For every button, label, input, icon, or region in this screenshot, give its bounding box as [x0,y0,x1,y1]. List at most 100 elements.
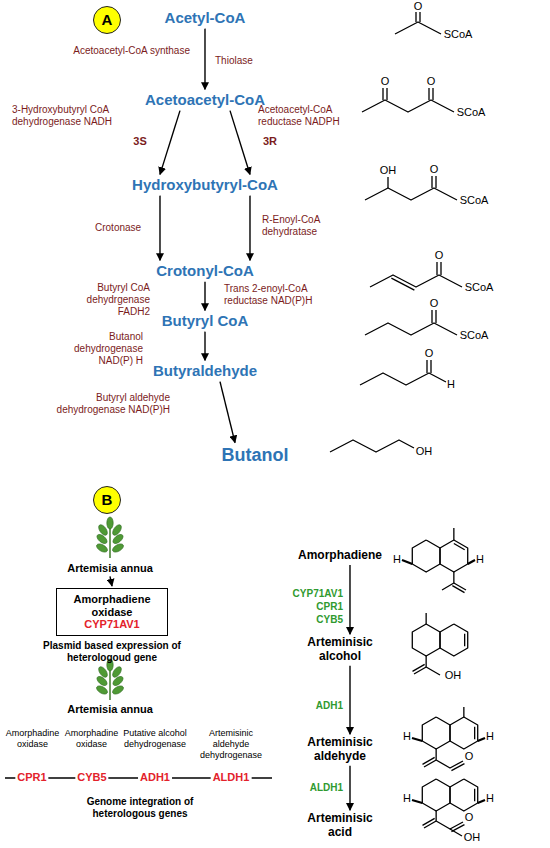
bond-line [370,275,462,287]
gene-function: Artemisinic aldehyde dehydrogenase [190,728,272,760]
gene-name: CPR1 [285,601,343,613]
bond-line [436,811,463,829]
bond-line [436,749,463,768]
note-label: Genome integration of heterologous genes [60,796,220,820]
plant-leaf [107,517,113,529]
enzyme-label: Trans 2-enoyl-CoA reductase NAD(P)H [224,283,352,307]
bond-line [442,572,454,590]
enzyme-label: Butyryl CoA dehydrgenase FADH2 [60,282,150,318]
atom-label: SCoA [460,194,489,207]
plant-leaf [111,542,125,554]
bond-line [387,177,388,188]
organism-name: Artemisia annua [67,562,153,575]
bond-line [360,373,446,385]
atom-label: H [486,792,494,805]
reaction-arrow [249,196,250,261]
organism-name: Artemisia annua [50,703,170,716]
node-text: Crotonyl-CoA [156,262,254,279]
metabolite: Acetyl-CoA [165,9,246,26]
enzyme-label: Thiolase [215,55,253,67]
plant-stem [109,668,111,700]
bond-line [412,800,422,803]
bond-line [365,188,457,200]
atom-label: O [465,750,474,763]
atom-label: O [430,297,439,310]
atom-label: H [476,553,484,566]
enzyme-label: 3-Hydroxybutyryl CoA dehydrogenase NADH [12,104,124,128]
reaction-arrow [110,576,112,586]
enzyme-label: Butanol dehydrogenase NAD(P) H [55,331,143,367]
bond-line [365,323,457,335]
gene-name: CPR1 [15,771,48,784]
atom-label: SCoA [460,329,489,342]
atom-label: OH [380,164,397,177]
bond-line [436,262,437,275]
bond-line [428,88,429,100]
bond-line [413,664,425,671]
bond-line [440,540,468,572]
stereo-label: 3R [263,135,277,148]
reaction-arrow [230,111,250,175]
bond-line [426,656,440,675]
reaction-arrow [349,766,350,810]
bond-line [415,12,416,22]
plant-leaf [111,533,124,546]
reaction-arrow [220,382,235,443]
bond-line [391,278,414,290]
bond-line [454,583,466,590]
bond-line [423,757,435,764]
metabolite: Butyraldehyde [153,362,257,379]
bond-line [431,176,432,188]
node-text: A [102,11,113,28]
plant-stem [109,526,111,558]
atom-label: H [393,553,401,566]
gene-name: ALDH1 [285,782,343,794]
atom-label: O [381,75,390,88]
bond-line [382,88,383,100]
gene-name: ALDH1 [211,771,252,784]
node-text: Acetoacetyl-CoA [145,91,265,108]
metabolite: Butyryl CoA [162,312,249,329]
atom-label: H [403,730,411,743]
metabolite: Hydroxybutyryl-CoA [132,176,278,193]
bond-line [450,829,462,836]
bond-line [440,624,468,656]
bond-line [425,613,426,624]
bond-line [453,528,454,540]
bond-line [478,800,485,803]
plant-leaf [95,684,109,696]
bond-line [386,88,387,100]
atom-label: OH [416,445,433,458]
bond-line [450,717,478,749]
bond-line [478,738,485,741]
atom-label: O [414,0,423,13]
atom-label: O [427,75,436,88]
bond-line [412,624,440,656]
gene-name: CYP71AV1 [285,588,343,600]
metabolite: Arteminisic aldehyde [298,736,382,764]
reaction-arrow [204,282,205,311]
node-text: Artemisia annua [67,562,153,575]
node-text: Butyraldehyde [153,362,257,379]
atom-label: O [425,347,434,360]
reaction-arrow [349,565,350,634]
enzyme-label: Crotonase [95,222,141,234]
bond-line [424,760,436,767]
atom-label: H [486,730,494,743]
reaction-arrow [204,332,205,361]
plant-icon [95,659,125,700]
bond-line [454,544,465,550]
bond-line [422,779,450,811]
reaction-arrow [159,196,160,261]
bond-line [395,22,441,34]
plant-leaf [111,684,125,696]
node-text: Arteminisic acid [298,812,382,840]
gene-name: ADH1 [138,771,172,784]
reaction-arrow [349,666,350,734]
bond-line [414,667,426,674]
bond-line [412,540,440,572]
reaction-arrow [204,29,205,90]
atom-label: OH [445,669,462,682]
